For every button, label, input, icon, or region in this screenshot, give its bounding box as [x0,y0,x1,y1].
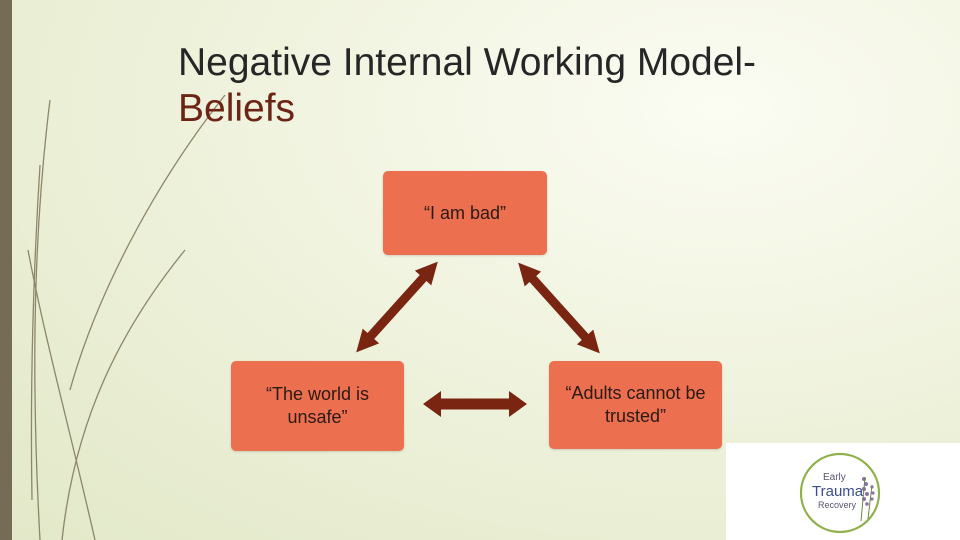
title-line-2: Beliefs [178,87,296,130]
left-accent-bar [0,0,12,540]
early-trauma-recovery-logo: Early Trauma Recovery [799,452,881,534]
belief-node-adults-untrusted: “Adults cannot be trusted” [549,361,722,449]
logo-text-line2: Trauma [812,483,864,500]
arrow-bottom [423,391,527,417]
belief-text-left: “The world is unsafe” [265,384,370,427]
belief-node-world-unsafe: “The world is unsafe” [231,361,404,451]
belief-text-top: “I am bad” [423,202,507,223]
arrow-top-left [356,261,438,353]
logo-text-line3: Recovery [818,500,857,510]
title-line-1: Negative Internal Working Model- [178,41,757,84]
belief-text-right: “Adults cannot be trusted” [565,383,706,426]
belief-node-i-am-bad: “I am bad” [383,171,547,255]
logo-text-line1: Early [823,472,846,483]
arrow-top-right [518,262,600,354]
slide-title: Negative Internal Working Model- Beliefs [178,40,756,132]
